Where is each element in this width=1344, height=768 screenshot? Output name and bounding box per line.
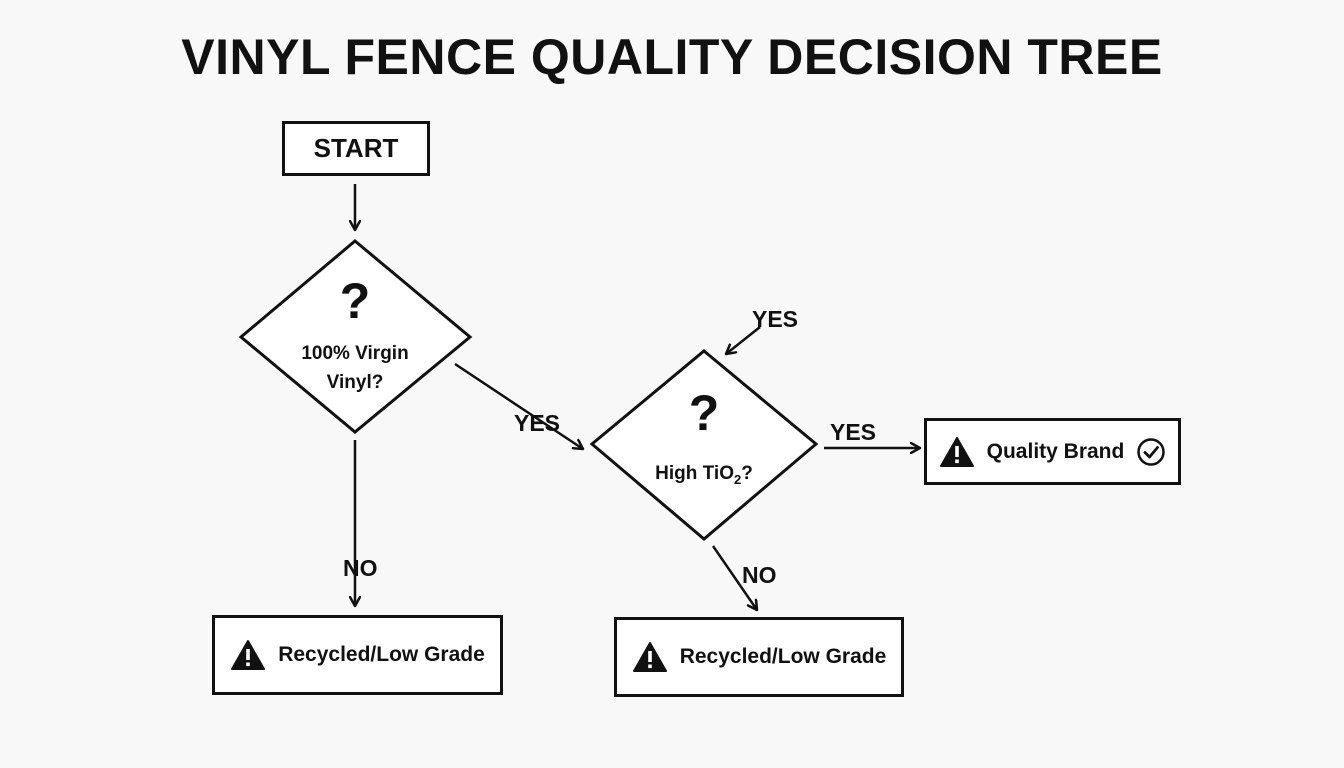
question-mark-icon: ? — [688, 385, 720, 441]
arrow-yes-into-q2 — [726, 326, 761, 354]
decision-virgin-vinyl-line2: Vinyl? — [326, 371, 384, 393]
arrow-q1-yes — [454, 362, 583, 449]
edge-label-q1-no: NO — [343, 555, 378, 581]
warning-triangle-icon — [632, 642, 667, 672]
outcome-recycled-right-label: Recycled/Low Grade — [679, 645, 887, 668]
warning-triangle-icon — [231, 640, 266, 670]
decision-diamond-virgin-vinyl — [238, 239, 473, 434]
decision-tio2-text: High TiO — [655, 463, 734, 484]
outcome-recycled-left-label: Recycled/Low Grade — [278, 643, 485, 666]
diagram-title: VINYL FENCE QUALITY DECISION TREE — [181, 29, 1163, 85]
edge-label-q2-yes-in: YES — [752, 306, 799, 332]
edge-label-q1-yes: YES — [514, 410, 561, 436]
edge-label-q2-yes-out: YES — [830, 419, 877, 445]
decision-tio2-qmark: ? — [741, 463, 753, 484]
question-mark-icon: ? — [339, 273, 371, 329]
decision-virgin-vinyl-line1: 100% Virgin — [301, 343, 409, 364]
start-node: START — [282, 121, 430, 176]
outcome-recycled-low-grade-right: Recycled/Low Grade — [614, 617, 904, 697]
warning-triangle-icon — [939, 436, 974, 467]
edge-label-q2-no: NO — [742, 562, 777, 588]
decision-virgin-vinyl-label: 100% Virgin Vinyl? — [275, 340, 435, 397]
decision-tio2-label: High TiO2? — [624, 460, 784, 489]
outcome-quality-brand: Quality Brand — [924, 418, 1181, 485]
arrow-q2-no — [711, 545, 757, 610]
outcome-recycled-low-grade-left: Recycled/Low Grade — [212, 615, 503, 695]
outcome-quality-brand-label: Quality Brand — [986, 439, 1125, 463]
decision-diamond-tio2 — [589, 349, 819, 541]
decision-tio2-subscript: 2 — [733, 471, 742, 487]
check-circle-icon — [1137, 437, 1166, 466]
